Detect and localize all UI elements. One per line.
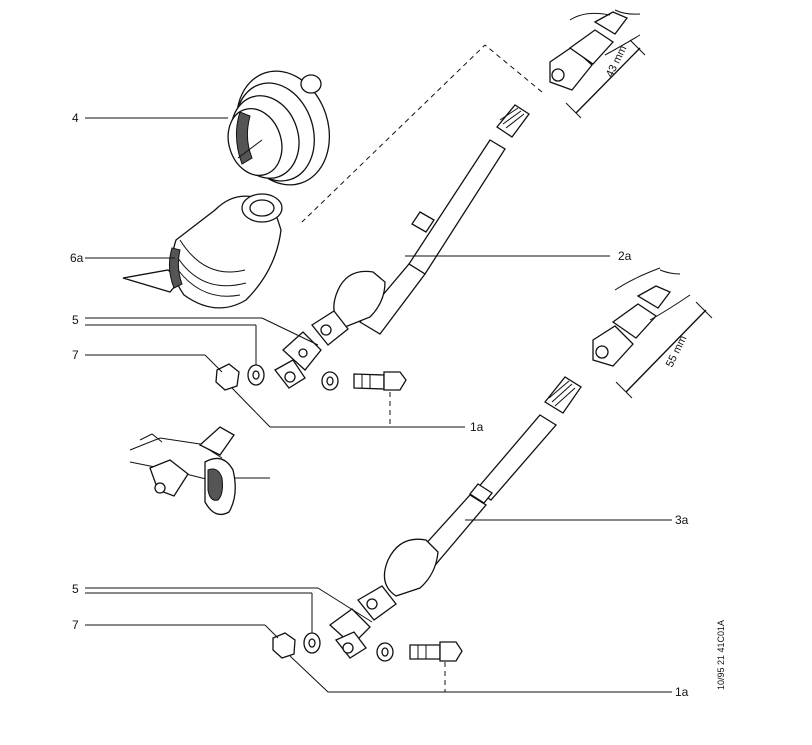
boot-part-4 [227,70,331,186]
leader-lines-lower [85,519,672,693]
dimension-43mm: 43 mm [604,44,630,79]
drawing-reference-code: 10/95 21 41C01A [716,620,726,690]
projection-line-upper [301,44,543,223]
callout-1a-lower: 1a [675,685,689,699]
detail-view-lower: 55 mm [592,267,713,399]
inset-rack-sketch [129,426,270,516]
callout-5-lower: 5 [72,582,79,596]
callout-6a: 6a [70,251,84,265]
shaft-part-2a [274,104,530,389]
callout-4: 4 [72,111,79,125]
upper-fasteners [215,363,407,391]
callout-3a: 3a [675,513,689,527]
shaft-part-3a [328,376,582,659]
callout-7-lower: 7 [72,618,79,632]
callout-5-upper: 5 [72,313,79,327]
detail-view-upper: 43 mm [549,9,646,119]
callout-2a: 2a [618,249,632,263]
callout-7-upper: 7 [72,348,79,362]
lower-fasteners [272,632,463,662]
leader-lines-upper [85,117,610,428]
callout-1a-upper: 1a [470,420,484,434]
boot-part-6a [122,193,283,309]
dimension-55mm: 55 mm [664,334,690,369]
